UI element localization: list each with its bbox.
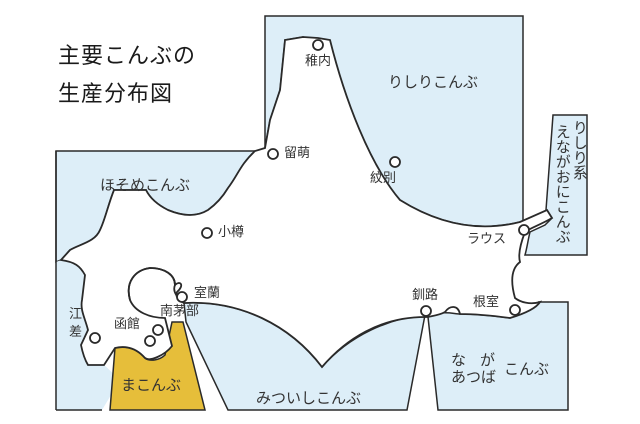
region-label-konbu-suffix: こんぶ — [504, 360, 550, 378]
marker-rumoi — [267, 148, 279, 160]
city-label-monbetsu: 紋別 — [370, 171, 397, 186]
map-title-line1: 主要こんぶの — [58, 44, 197, 69]
marker-rausu — [518, 224, 530, 236]
region-label-rishiri-kei: りしり系 — [570, 120, 589, 180]
map-title-line2: 生産分布図 — [58, 82, 174, 107]
marker-nemuro — [509, 304, 521, 316]
city-label-rumoi: 留萌 — [284, 146, 311, 161]
city-label-minamikayabe: 南茅部 — [160, 304, 200, 319]
city-label-hakodate: 函館 — [114, 317, 141, 332]
city-label-otaru: 小樽 — [218, 225, 245, 240]
region-label-atsuba: あつば — [451, 368, 497, 386]
marker-hakodate-1 — [152, 324, 164, 336]
region-label-makonbu: まこんぶ — [121, 376, 182, 394]
region-label-enaga-oni: えながおにこんぶ — [553, 124, 572, 244]
city-label-rausu: ラウス — [467, 232, 507, 247]
city-label-kushiro: 釧路 — [412, 288, 439, 303]
city-label-esashi-2: 差 — [69, 325, 83, 340]
land-hokkaido — [59, 36, 554, 369]
zone-rishiri-kei — [524, 114, 588, 256]
region-label-rishiri: りしりこんぶ — [388, 73, 479, 91]
marker-otaru — [201, 227, 213, 239]
region-label-hosome: ほそめこんぶ — [100, 176, 191, 194]
region-label-mitsuishi: みついしこんぶ — [256, 389, 362, 407]
marker-monbetsu — [389, 156, 401, 168]
city-label-nemuro: 根室 — [473, 295, 500, 310]
marker-kushiro — [420, 305, 432, 317]
city-label-muroran: 室蘭 — [194, 286, 221, 301]
uchiura-bay — [127, 267, 185, 304]
city-label-esashi-1: 江 — [69, 307, 83, 322]
marker-muroran — [176, 291, 188, 303]
marker-hakodate-2 — [144, 335, 156, 347]
zone-left-lower — [56, 260, 120, 410]
marker-wakkanai — [312, 39, 324, 51]
city-label-wakkanai: 稚内 — [305, 54, 332, 69]
region-label-naga: なが — [451, 351, 510, 369]
marker-esashi — [89, 332, 101, 344]
